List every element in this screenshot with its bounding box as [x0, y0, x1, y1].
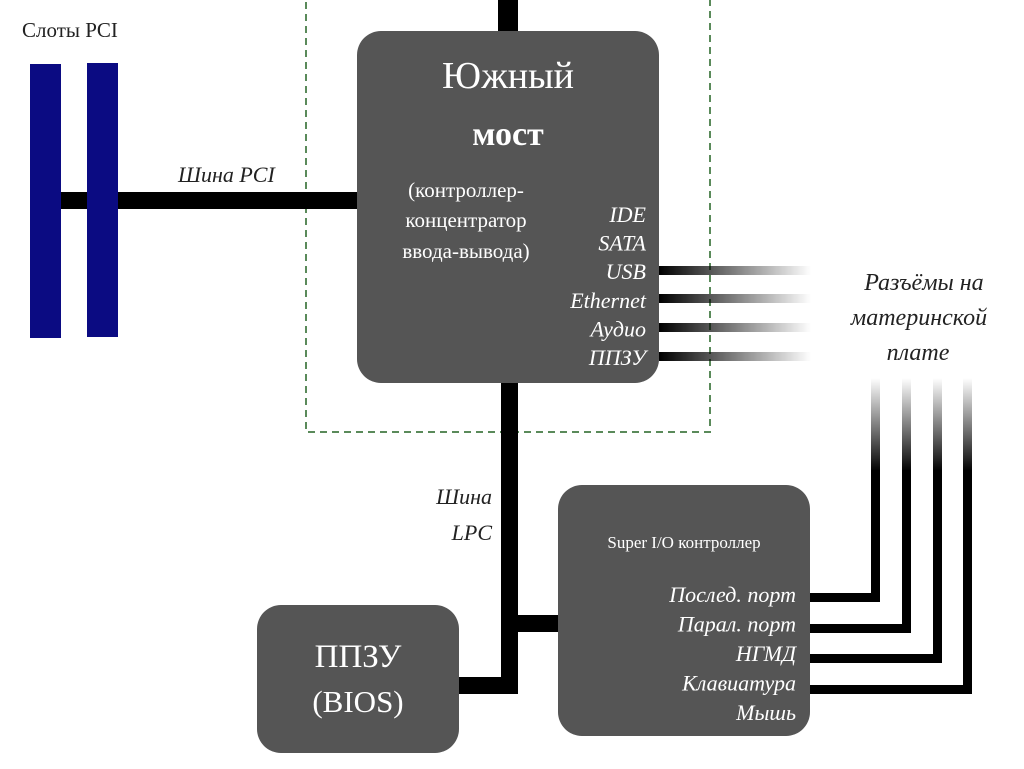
- lpc-bus-label-line1: Шина: [435, 484, 492, 509]
- lpc-bus-line: [501, 378, 518, 694]
- connector-line: [659, 294, 811, 303]
- connector-line: [871, 470, 880, 602]
- connectors-label-line3: плате: [887, 340, 950, 366]
- lpc-to-superio-line: [501, 615, 561, 632]
- connector-line: [933, 470, 942, 663]
- connector-line: [808, 685, 972, 694]
- connector-line: [963, 378, 972, 472]
- pci-bus-line: [60, 192, 360, 209]
- connector-line: [808, 654, 942, 663]
- pci-bus-label: Шина PCI: [177, 162, 276, 187]
- rom-box: [257, 605, 459, 753]
- connectors-label-line1: Разъёмы на: [863, 270, 983, 296]
- connector-line: [933, 378, 942, 472]
- superio-port-label: Мышь: [735, 700, 796, 725]
- southbridge-subtitle-line1: (контроллер-: [408, 178, 524, 202]
- connector-line: [659, 323, 811, 332]
- southbridge-port-label: Аудио: [588, 316, 646, 341]
- pci-slot-1: [30, 64, 61, 338]
- superio-connector-lines: [808, 378, 972, 694]
- lpc-to-rom-line: [455, 677, 518, 694]
- connector-line: [902, 470, 911, 633]
- southbridge-port-label: USB: [606, 259, 646, 284]
- southbridge-title-line2: мост: [472, 116, 544, 153]
- superio-port-label: Клавиатура: [681, 671, 796, 696]
- southbridge-subtitle-line2: концентратор: [405, 208, 526, 232]
- southbridge-port-label: SATA: [598, 231, 646, 256]
- connector-line: [808, 593, 880, 602]
- southbridge-title-line1: Южный: [442, 55, 574, 97]
- southbridge-box: [357, 31, 659, 383]
- superio-port-label: Парал. порт: [677, 612, 796, 637]
- southbridge-connector-lines: [659, 266, 811, 361]
- connector-line: [659, 266, 811, 275]
- connector-line: [808, 624, 911, 633]
- southbridge-subtitle-line3: ввода-вывода): [402, 239, 529, 263]
- connector-line: [659, 352, 811, 361]
- rom-label-line1: ППЗУ: [315, 639, 402, 675]
- southbridge-port-label: ППЗУ: [588, 345, 649, 370]
- pci-slots-title: Слоты PCI: [22, 18, 118, 42]
- lpc-bus-label-line2: LPC: [451, 520, 493, 545]
- superio-box: [558, 485, 810, 736]
- connector-line: [871, 378, 880, 472]
- connectors-label-line2: материнской: [850, 305, 987, 331]
- connector-line: [902, 378, 911, 472]
- upper-bus-line: [498, 0, 518, 35]
- superio-port-label: НГМД: [735, 641, 797, 666]
- superio-port-label: Послед. порт: [668, 582, 796, 607]
- superio-title: Super I/O контроллер: [607, 533, 760, 552]
- rom-label-line2: (BIOS): [312, 684, 403, 719]
- connector-line: [963, 470, 972, 694]
- southbridge-port-label: Ethernet: [569, 288, 647, 313]
- southbridge-port-label: IDE: [608, 202, 646, 227]
- pci-slot-2: [87, 63, 118, 337]
